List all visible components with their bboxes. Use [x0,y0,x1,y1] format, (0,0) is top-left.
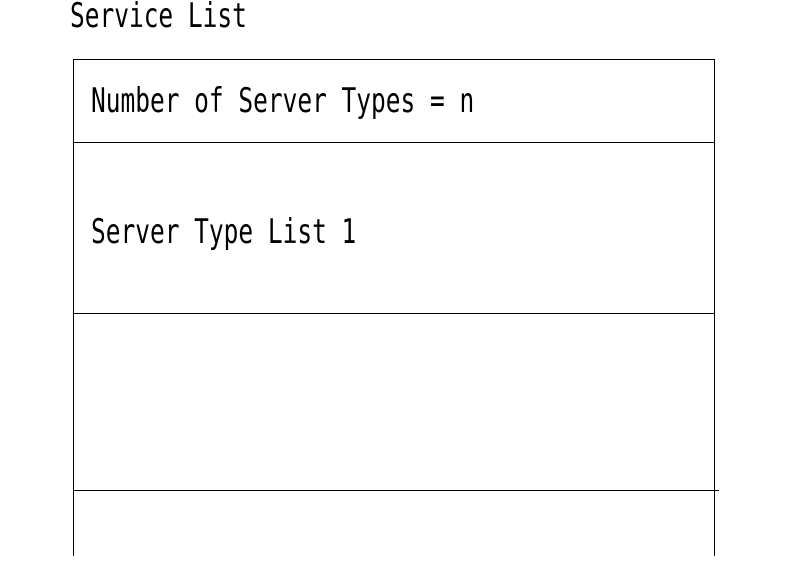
row-server-type-list-1: Server Type List 1 [74,143,714,314]
row-number-of-server-types: Number of Server Types = n [74,60,714,143]
service-list-box: Number of Server Types = n Server Type L… [73,59,715,556]
row-partial-cutoff [74,491,714,556]
diagram-title: Service List [70,0,247,36]
row-label: Server Type List 1 [91,211,357,252]
row-label: Number of Server Types = n [91,81,475,121]
divider-overhang-line [715,490,719,491]
row-empty [74,314,714,491]
